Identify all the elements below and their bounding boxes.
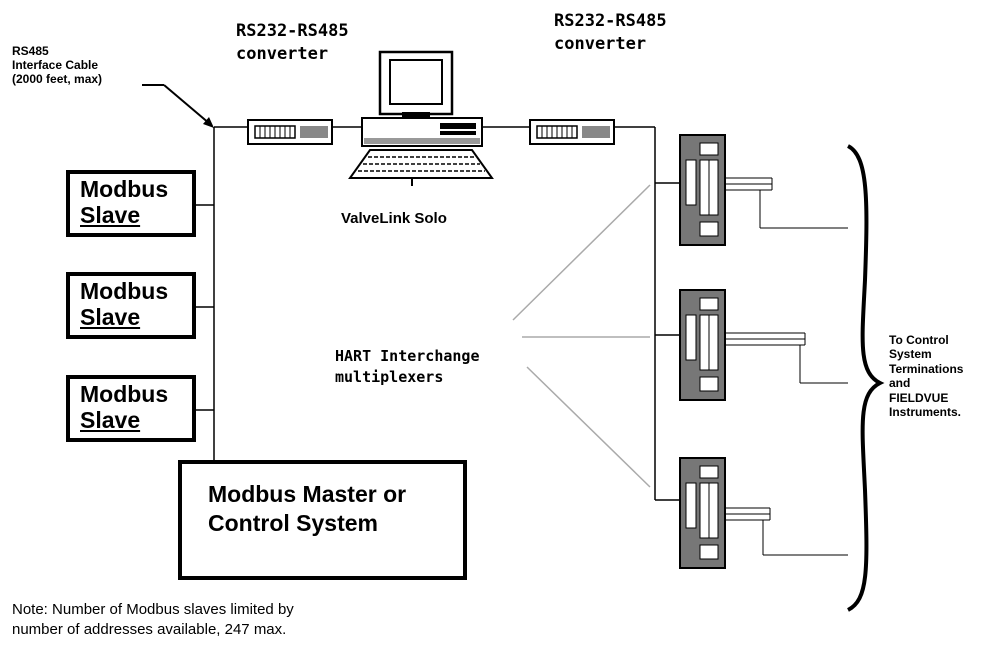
converter-left-label-line2: converter [236,43,329,64]
converter-left-label-line1: RS232-RS485 [236,21,349,41]
slave-1-line1: Modbus [80,176,169,202]
master-line1: Modbus Master or [208,481,407,507]
destination-label: To Control System Terminations and FIELD… [889,333,963,419]
footnote-line1: Note: Number of Modbus slaves limited by [12,601,294,618]
mux-label-line2: multiplexers [335,368,444,386]
destination-label-line4: and [889,376,911,391]
mux-label: HART Interchange multiplexers [335,346,480,388]
destination-label-line2: System [889,347,932,362]
cable-label-line3: (2000 feet, max) [12,71,103,86]
multiplexer-2 [679,289,848,401]
mux-label-line1: HART Interchange [335,347,480,365]
converter-right-label-line1: RS232-RS485 [554,11,667,31]
converter-right-device [529,119,615,145]
computer-icon [348,50,494,186]
computer-label: ValveLink Solo [341,210,447,227]
slave-1-line2: Slave [80,201,141,228]
slave-2-line1: Modbus [80,278,169,304]
destination-label-line1: To Control [889,333,949,347]
converter-right-label-line2: converter [554,33,647,54]
cable-arrow [142,84,214,128]
cable-label-line2: Interface Cable [12,57,99,72]
destination-label-line5: FIELDVUE [889,390,949,405]
slave-2-line2: Slave [80,303,141,330]
modbus-slave-2: Modbus Slave [66,272,196,339]
modbus-slave-3: Modbus Slave [66,375,196,442]
right-brace [846,144,885,612]
slave-3-line2: Slave [80,406,141,433]
mux-pointer-lines [512,184,651,488]
converter-right-label: RS232-RS485 converter [554,10,667,56]
destination-label-line3: Terminations [889,361,964,376]
multiplexer-1 [679,134,848,246]
footnote: Note: Number of Modbus slaves limited by… [12,600,294,639]
footnote-line2: number of addresses available, 247 max. [12,620,287,638]
multiplexer-3 [679,457,848,569]
modbus-slave-1: Modbus Slave [66,170,196,237]
master-line2: Control System [208,509,378,536]
cable-label: RS485 Interface Cable (2000 feet, max) [12,44,103,86]
modbus-master-box: Modbus Master or Control System [178,460,467,580]
rs485-bus [196,126,248,460]
slave-3-line1: Modbus [80,381,169,407]
destination-label-line6: Instruments. [889,404,962,419]
converter-left-device [247,119,333,145]
cable-label-line1: RS485 [12,44,49,58]
mux-bus [614,126,680,501]
converter-left-label: RS232-RS485 converter [236,20,349,66]
